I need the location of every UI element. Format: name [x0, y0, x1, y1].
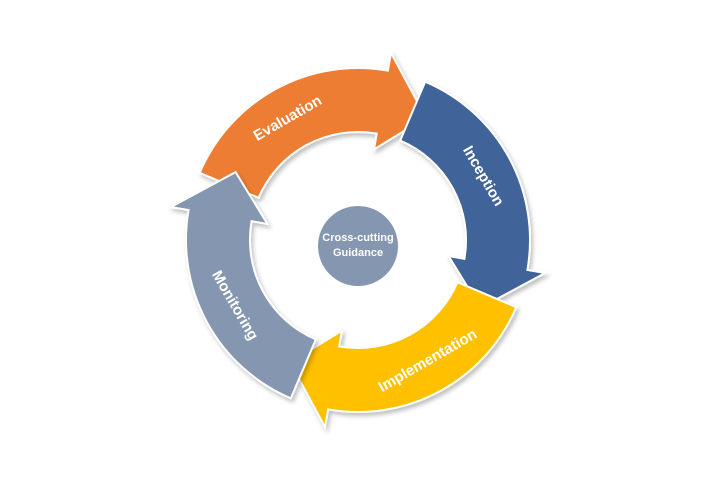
inception-arrow — [398, 80, 549, 310]
evaluation-arrow — [198, 49, 428, 200]
center-circle — [318, 206, 398, 286]
center-label-line2: Guidance — [333, 247, 383, 259]
center-label-line1: Cross-cutting — [322, 232, 394, 244]
monitoring-arrow — [167, 170, 318, 400]
implementation-arrow — [288, 280, 518, 431]
